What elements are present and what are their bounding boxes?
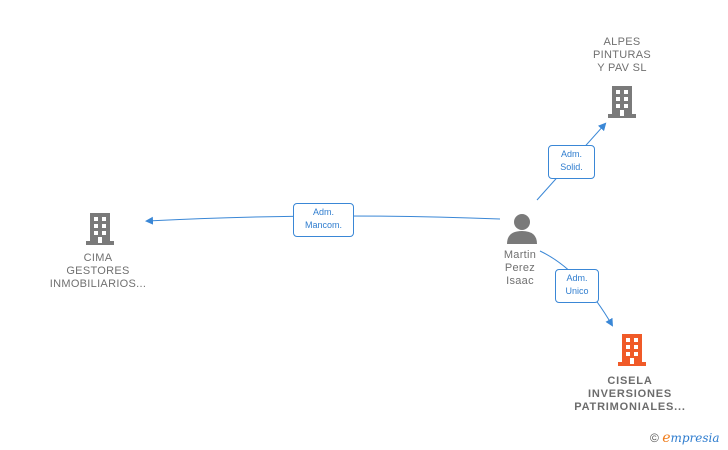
- label-line: Perez: [504, 262, 536, 274]
- label-line: Y PAV SL: [597, 62, 647, 74]
- label-line: PATRIMONIALES...: [574, 401, 686, 413]
- building-icon[interactable]: [608, 86, 636, 118]
- building-icon[interactable]: [618, 334, 646, 366]
- node-label-alpes[interactable]: ALPES PINTURAS Y PAV SL: [580, 36, 664, 75]
- building-icon[interactable]: [86, 213, 114, 245]
- empresia-watermark: © empresia: [650, 430, 720, 446]
- copyright-symbol: ©: [650, 431, 659, 445]
- edge-label-mancom[interactable]: Adm. Mancom.: [293, 203, 354, 237]
- label-line: Solid.: [560, 162, 583, 172]
- label-line: GESTORES: [66, 265, 130, 277]
- label-line: Martin: [503, 249, 537, 261]
- label-line: INMOBILIARIOS...: [49, 278, 147, 290]
- node-label-person[interactable]: Martin Perez Isaac: [492, 249, 548, 288]
- person-icon[interactable]: [507, 214, 537, 244]
- brand-initial: e: [662, 430, 671, 446]
- label-line: CISELA: [607, 375, 653, 387]
- label-line: Mancom.: [304, 220, 342, 230]
- label-line: Isaac: [506, 275, 534, 287]
- edge-label-unico[interactable]: Adm. Unico: [555, 269, 599, 303]
- label-line: Adm.: [312, 207, 334, 217]
- label-line: Adm.: [566, 273, 588, 283]
- node-label-cisela[interactable]: CISELA INVERSIONES PATRIMONIALES...: [560, 375, 700, 414]
- label-line: ALPES: [603, 36, 641, 48]
- label-line: CIMA: [83, 252, 113, 264]
- node-label-cima[interactable]: CIMA GESTORES INMOBILIARIOS...: [38, 252, 158, 291]
- brand-name: mpresia: [670, 431, 720, 445]
- label-line: Adm.: [560, 149, 582, 159]
- edge-label-solid[interactable]: Adm. Solid.: [548, 145, 595, 179]
- label-line: Unico: [565, 286, 589, 296]
- label-line: PINTURAS: [592, 49, 652, 61]
- label-line: INVERSIONES: [588, 388, 672, 400]
